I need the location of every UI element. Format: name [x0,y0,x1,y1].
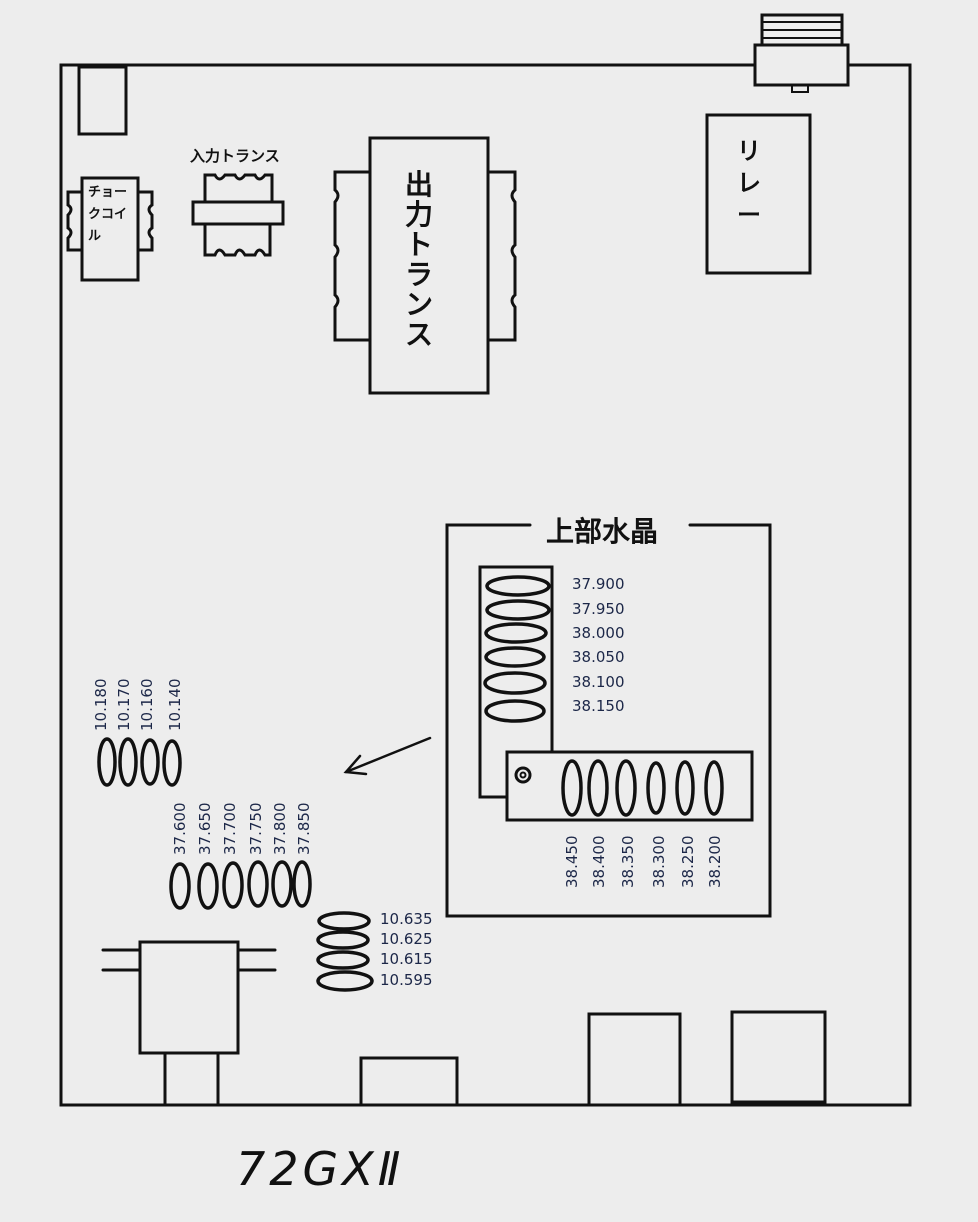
relay [705,113,812,275]
label-upper-crystals: 上部水晶 [546,515,659,548]
freq-label: 38.250 [679,835,697,889]
freq-label: 10.625 [380,930,433,948]
antenna-connector [753,13,850,93]
label-model: 72GXⅡ [236,1142,405,1196]
freq-label: 37.950 [572,600,625,618]
freq-label: 37.900 [572,575,625,593]
freq-label: 37.600 [171,802,189,856]
label-relay: リレー [737,137,761,229]
freq-label: 38.450 [563,835,581,889]
top-left-block [77,65,128,136]
freq-label: 38.200 [706,835,724,889]
left-10mhz-crystals [97,737,182,787]
chassis-outline [59,63,912,1107]
lower-10mhz-crystals [316,911,374,992]
freq-label: 37.750 [247,802,265,856]
choke-coil [66,176,154,282]
bottom-connector [359,1056,459,1107]
final-transistor [101,940,277,1107]
freq-label: 38.050 [572,648,625,666]
freq-label: 38.100 [572,673,625,691]
freq-label: 37.650 [196,802,214,856]
label-output-transformer: 出力トランス [405,168,434,351]
freq-label: 10.180 [92,678,110,732]
freq-label: 37.800 [271,802,289,856]
jack-left [587,1012,682,1107]
freq-label: 10.160 [138,678,156,732]
label-choke-coil: チョークコイル [88,185,128,244]
freq-label: 37.850 [295,802,313,856]
freq-label: 10.170 [115,678,133,732]
freq-label: 38.150 [572,697,625,715]
jack-right [730,1010,827,1104]
freq-label: 10.635 [380,910,433,928]
upper-row-crystals [561,759,724,817]
freq-label: 10.140 [166,678,184,732]
arrow [343,736,432,776]
output-transformer [333,136,517,395]
freq-label: 38.000 [572,624,625,642]
upper-column-crystals [483,575,551,723]
input-transformer [191,173,285,257]
freq-label: 38.400 [590,835,608,889]
label-input-transformer: 入力トランス [190,147,280,165]
freq-label: 37.700 [221,802,239,856]
freq-label: 10.595 [380,971,433,989]
freq-label: 10.615 [380,950,433,968]
lower-37mhz-crystals [169,860,312,910]
freq-label: 38.350 [619,835,637,889]
freq-label: 38.300 [650,835,668,889]
upper-crystal-box [445,523,772,918]
